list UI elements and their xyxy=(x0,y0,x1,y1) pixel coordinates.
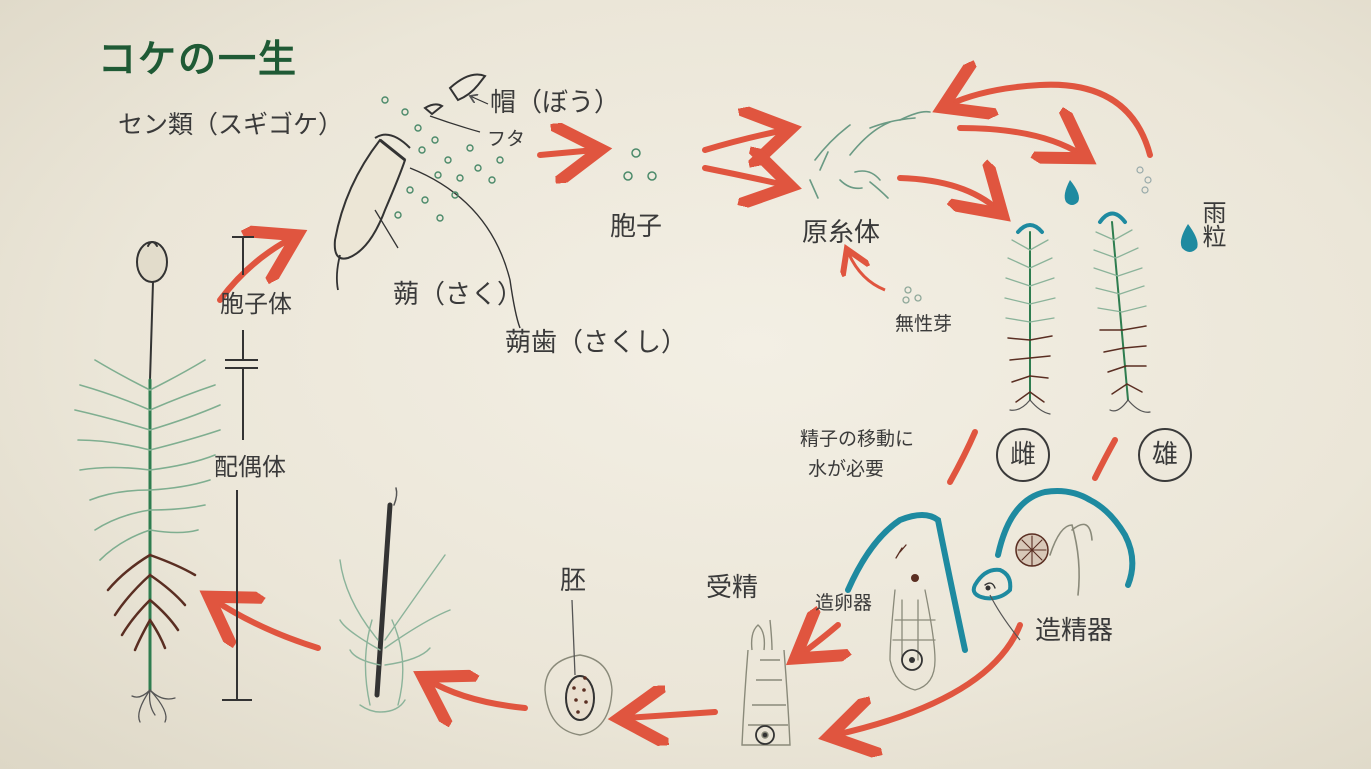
embryo-illustration xyxy=(545,600,612,735)
mature-capsule xyxy=(137,242,167,282)
arrow-spores-to-protonema-1 xyxy=(705,130,785,150)
arrow-male-back-top xyxy=(948,85,1150,155)
antheridium-cells xyxy=(1016,524,1092,595)
label-sperm-note-2: 水が必要 xyxy=(808,460,884,479)
archegonium-cells xyxy=(890,590,935,690)
label-gametophyte: 配偶体 xyxy=(214,455,286,479)
label-female: 雌 xyxy=(996,428,1050,482)
label-cap: 帽（ぼう） xyxy=(490,90,620,116)
label-gemma: 無性芽 xyxy=(895,315,952,334)
raindrop-icons xyxy=(1065,180,1198,252)
arrow-fertilization-to-embryo xyxy=(625,712,715,718)
label-protonema: 原糸体 xyxy=(802,220,880,246)
label-male: 雄 xyxy=(1138,428,1192,482)
raindrop-icon xyxy=(1181,224,1198,252)
seta xyxy=(150,282,153,380)
male-plant xyxy=(1094,214,1150,413)
small-drops xyxy=(1137,167,1151,193)
arrow-young-to-adult xyxy=(214,600,318,648)
label-antheridium: 造精器 xyxy=(1035,618,1113,644)
protonema-illustration xyxy=(810,112,930,198)
arrow-embryo-to-young xyxy=(428,680,525,708)
raindrop-icon xyxy=(1065,180,1079,205)
female-plant xyxy=(1005,225,1055,414)
label-peristome: 蒴歯（さくし） xyxy=(505,330,687,356)
reproductive-organs-detail xyxy=(848,491,1132,690)
label-embryo: 胚 xyxy=(560,568,586,594)
gemma-dots xyxy=(903,287,921,303)
capsule-body xyxy=(335,140,405,259)
arrow-gemma-to-protonema xyxy=(848,252,885,290)
arrow-capsule-to-spores xyxy=(540,150,595,155)
arrow-spores-to-protonema-2 xyxy=(705,168,785,185)
arrow-to-archegonium-label xyxy=(800,625,838,655)
arrow-female-down xyxy=(950,432,975,482)
label-fertilization: 受精 xyxy=(706,575,758,601)
label-capsule: 蒴（さく） xyxy=(393,282,523,308)
female-leaf-outline xyxy=(848,515,965,650)
adult-moss-plant xyxy=(75,242,220,722)
arrow-top-to-male xyxy=(960,128,1082,155)
male-leaf-outline xyxy=(998,491,1132,585)
rhizoids xyxy=(132,690,175,722)
page-title: コケの一生 xyxy=(98,40,298,78)
label-spore: 胞子 xyxy=(610,214,662,240)
fertilization-illustration xyxy=(742,620,790,745)
arrow-protonema-to-female xyxy=(900,178,998,210)
cap-icon xyxy=(450,75,485,101)
label-sperm-note-1: 精子の移動に xyxy=(800,430,914,449)
label-raindrop: 雨粒 xyxy=(1200,200,1224,248)
arrow-antheridium-to-fertilization xyxy=(835,625,1020,735)
young-sporophyte-illustration xyxy=(340,488,450,712)
spores xyxy=(624,149,656,180)
page-subtitle: セン類（スギゴケ） xyxy=(118,112,343,137)
label-lid: フタ xyxy=(487,130,525,149)
label-archegonium: 造卵器 xyxy=(815,594,872,613)
arrow-male-down xyxy=(1095,440,1115,478)
label-sporophyte: 胞子体 xyxy=(220,292,292,316)
